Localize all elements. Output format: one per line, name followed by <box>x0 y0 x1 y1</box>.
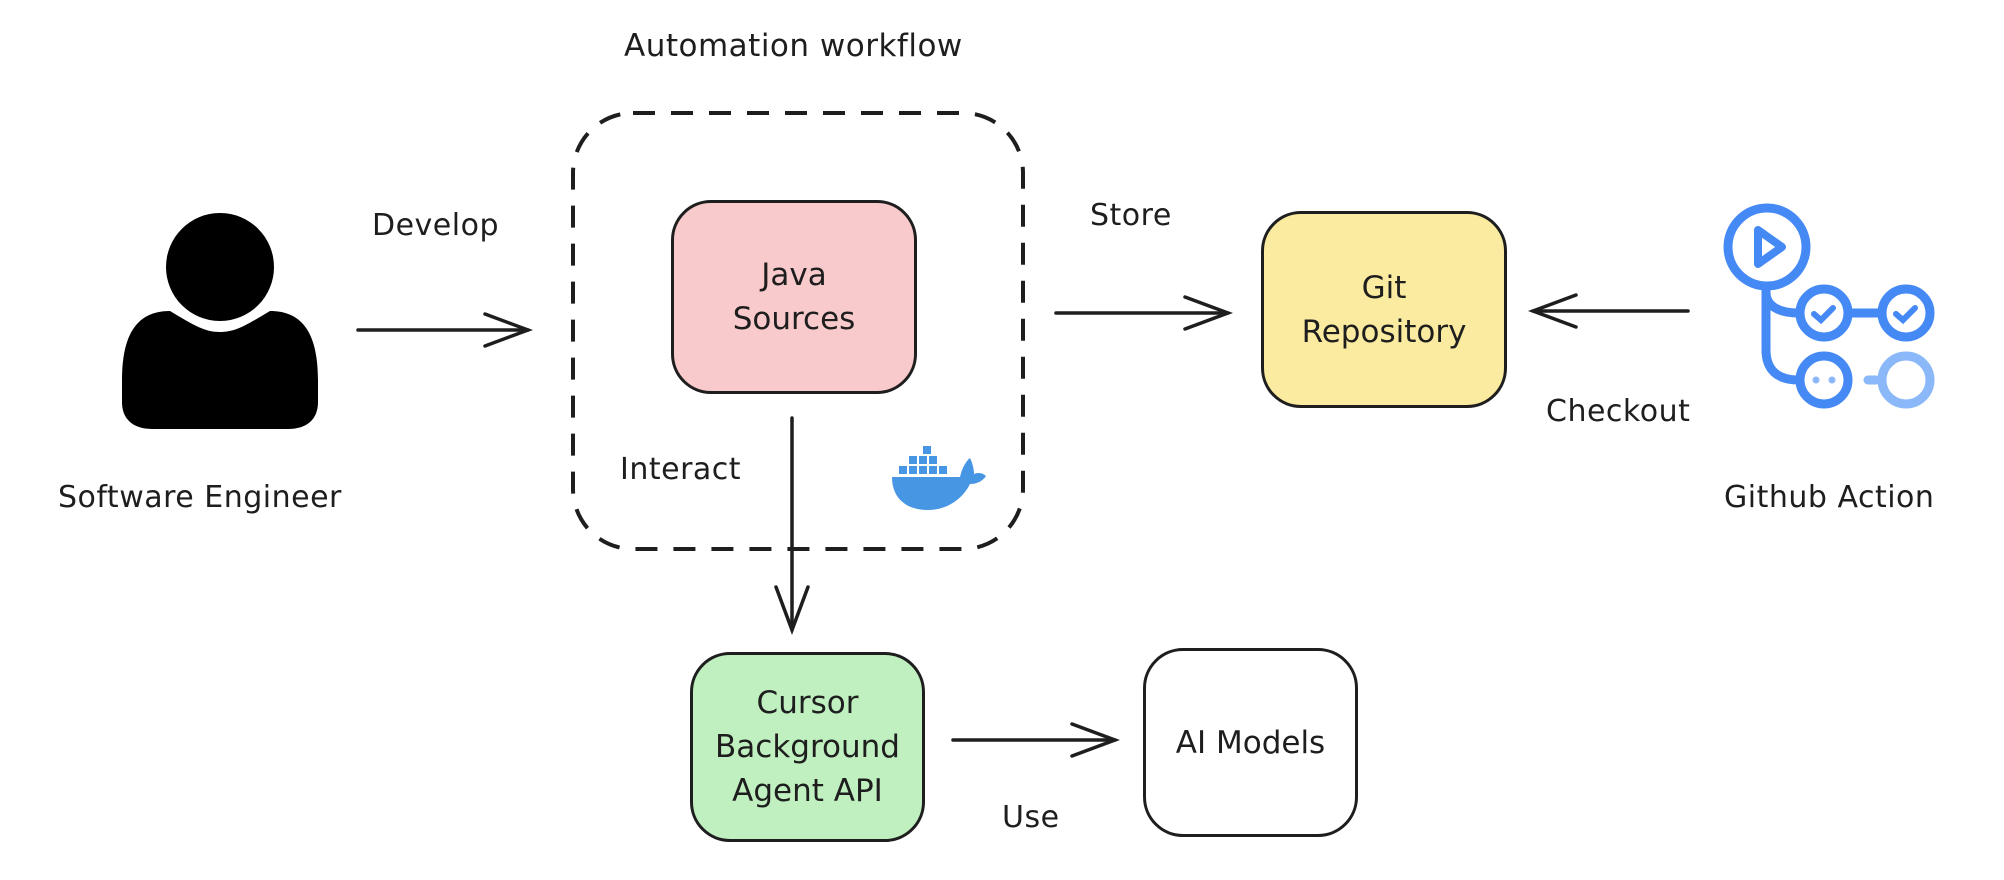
node-java-sources-line-2: Sources <box>732 301 856 337</box>
person-icon <box>122 213 318 429</box>
node-cursor-line-2: Background <box>715 729 900 765</box>
node-cursor-line-3: Agent API <box>732 773 883 809</box>
container-title: Automation workflow <box>624 28 963 64</box>
edge-label-develop: Develop <box>372 208 500 243</box>
actor-label-github-action: Github Action <box>1724 480 1935 515</box>
edge-label-interact: Interact <box>620 452 742 487</box>
docker-icon <box>892 446 986 510</box>
use-arrow <box>951 722 1121 758</box>
edge-label-store: Store <box>1090 198 1172 233</box>
actor-label-engineer: Software Engineer <box>58 480 342 515</box>
develop-arrow <box>356 312 534 348</box>
node-java-sources-line-1: Java <box>761 257 827 293</box>
node-ai-models: AI Models <box>1143 648 1358 837</box>
node-git-repository-line-1: Git <box>1361 269 1407 306</box>
automation-workflow-container <box>571 111 1025 551</box>
node-cursor-background-agent-api: Cursor Background Agent API <box>690 652 925 842</box>
node-ai-models-line-1: AI Models <box>1175 724 1326 761</box>
interact-arrow <box>774 416 810 636</box>
node-cursor-line-1: Cursor <box>756 685 859 721</box>
checkout-arrow <box>1527 293 1690 329</box>
github-actions-icon <box>1723 203 1935 409</box>
node-java-sources: Java Sources <box>671 200 917 394</box>
edge-label-checkout: Checkout <box>1546 394 1691 429</box>
node-git-repository: Git Repository <box>1261 211 1507 408</box>
store-arrow <box>1054 295 1234 331</box>
edge-label-use: Use <box>1002 800 1060 835</box>
node-git-repository-line-2: Repository <box>1301 313 1467 350</box>
